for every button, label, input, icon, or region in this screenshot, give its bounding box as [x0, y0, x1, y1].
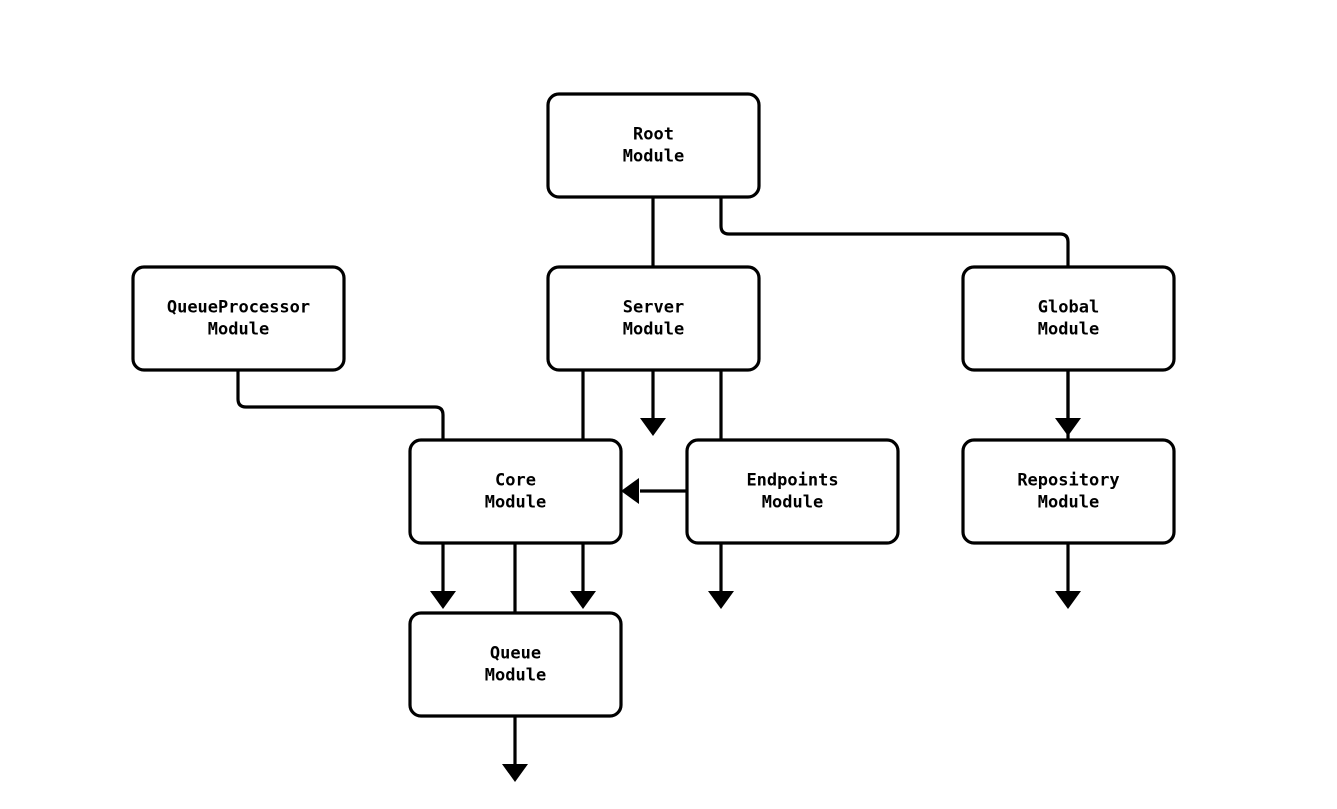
queue-module-node-box[interactable]: [408, 611, 623, 718]
core-module-node-box[interactable]: [408, 438, 623, 545]
repository-module-node-label-line1: Repository: [1017, 471, 1119, 491]
nodes-layer: RootModuleQueueProcessorModuleServerModu…: [131, 92, 1176, 718]
queueprocessor-module-node-box[interactable]: [131, 265, 346, 372]
edge-queueprocessor-to-core-line: [236, 370, 445, 597]
core-module-node-label-line1: Core: [495, 471, 536, 491]
queueprocessor-module-node-label-line1: QueueProcessor: [167, 298, 310, 318]
root-module-node-label-line2: Module: [623, 147, 684, 167]
edge-global-to-repository-arrowhead: [1055, 591, 1081, 609]
root-module-node-label-line1: Root: [633, 125, 674, 145]
edge-queueprocessor-to-core: [236, 370, 456, 609]
edge-core-to-queue-arrowhead: [502, 764, 528, 782]
edge-queueprocessor-to-core-arrowhead: [430, 591, 456, 609]
endpoints-module-node-box[interactable]: [685, 438, 900, 545]
core-module-node-label-line2: Module: [485, 493, 546, 513]
edge-root-to-server-arrowhead: [640, 418, 666, 436]
endpoints-module-node-label-line1: Endpoints: [746, 471, 838, 491]
global-module-node-label-line1: Global: [1038, 298, 1099, 318]
edge-server-to-core-arrowhead: [570, 591, 596, 609]
edge-server-to-endpoints-arrowhead: [708, 591, 734, 609]
root-module-node-box[interactable]: [546, 92, 761, 199]
edge-endpoints-to-core: [621, 478, 687, 504]
global-module-node-box[interactable]: [961, 265, 1176, 372]
server-module-node-label-line1: Server: [623, 298, 684, 318]
server-module-node-label-line2: Module: [623, 320, 684, 340]
server-module-node-box[interactable]: [546, 265, 761, 372]
edge-root-to-global-line: [719, 197, 1070, 424]
repository-module-node-label-line2: Module: [1038, 493, 1099, 513]
global-module-node-label-line2: Module: [1038, 320, 1099, 340]
queue-module-node-label-line2: Module: [485, 666, 546, 686]
queueprocessor-module-node-label-line2: Module: [208, 320, 269, 340]
endpoints-module-node-label-line2: Module: [762, 493, 823, 513]
repository-module-node-box[interactable]: [961, 438, 1176, 545]
edge-endpoints-to-core-arrowhead: [621, 478, 639, 504]
queue-module-node-label-line1: Queue: [490, 644, 541, 664]
